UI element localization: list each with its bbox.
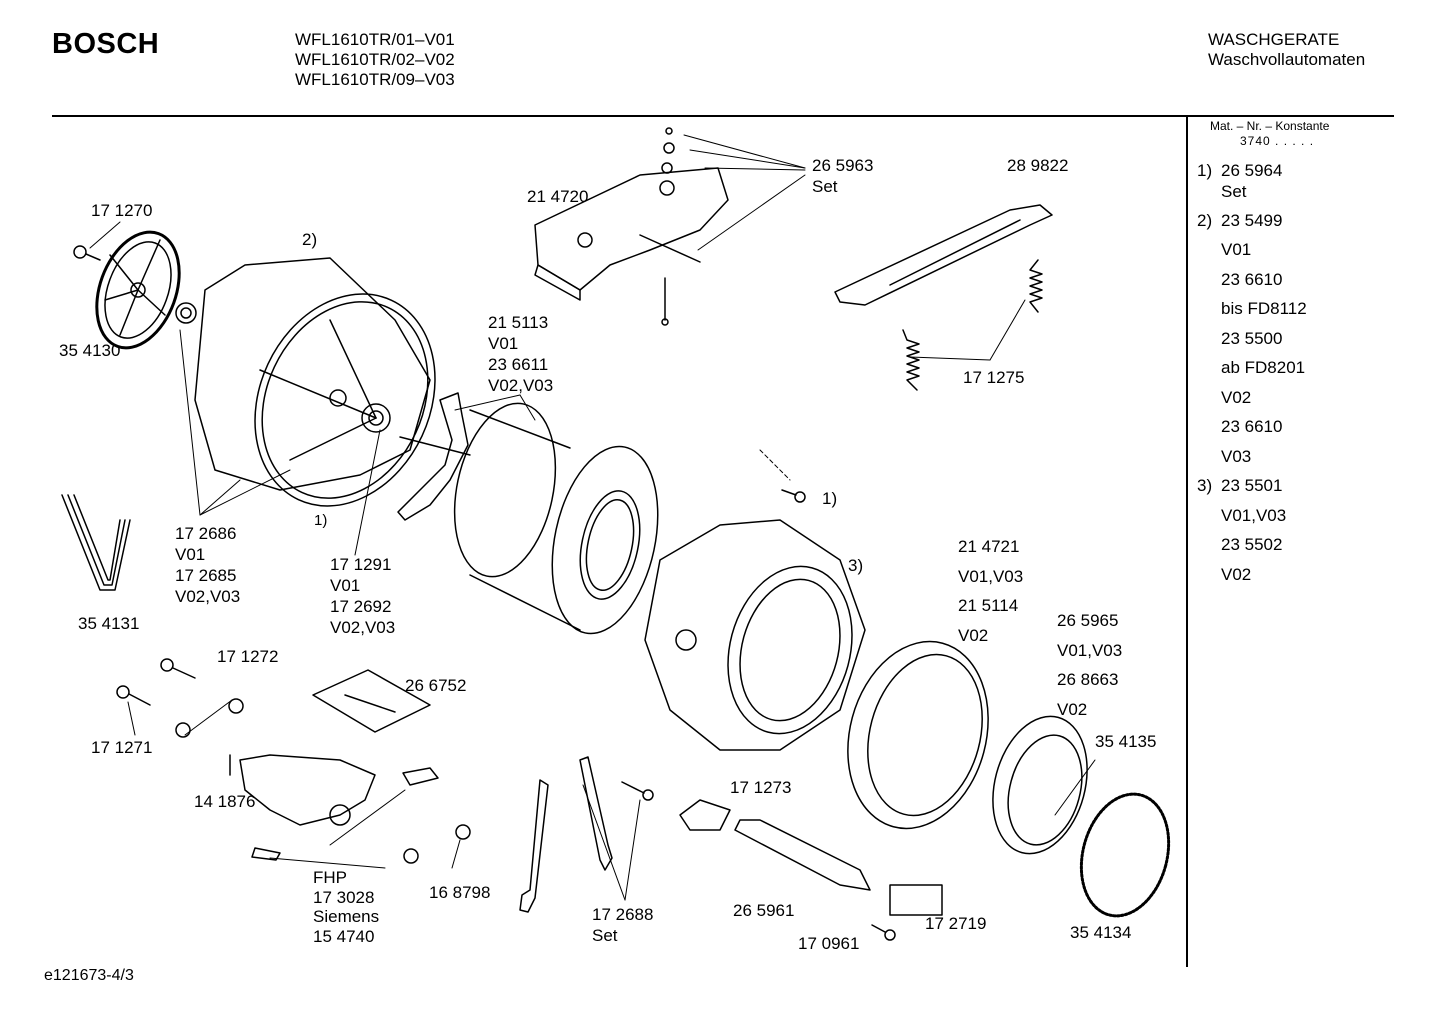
pulley-part bbox=[95, 230, 181, 350]
motor-part bbox=[229, 754, 376, 826]
list-item: 23 5500 bbox=[1221, 328, 1283, 348]
callout-label: 2) bbox=[302, 230, 318, 249]
list-item: V02 bbox=[1221, 387, 1252, 407]
screw-part bbox=[73, 245, 101, 261]
part-label: 17 1271 bbox=[91, 738, 153, 757]
part-label: 26 5961 bbox=[733, 901, 795, 920]
shock-absorber-part bbox=[519, 779, 549, 913]
callout-label: 1) bbox=[314, 512, 328, 529]
spring-part bbox=[1029, 259, 1043, 313]
list-item: V03 bbox=[1221, 446, 1252, 466]
drum-part bbox=[453, 402, 659, 635]
clamp-ring-part bbox=[1079, 792, 1171, 918]
part-label: 17 1275 bbox=[963, 368, 1025, 387]
callout-label: 1) bbox=[822, 489, 838, 508]
category-subtitle: Waschvollautomaten bbox=[1208, 50, 1366, 69]
shock-absorber-part bbox=[579, 756, 613, 871]
part-label: 35 4130 bbox=[59, 341, 121, 360]
part-label: 16 8798 bbox=[429, 883, 491, 902]
seal-ring-part bbox=[992, 715, 1088, 855]
nut-part bbox=[403, 848, 419, 864]
list-item: 3)23 5501 bbox=[1197, 476, 1283, 495]
konstante-label: Mat. – Nr. – Konstante bbox=[1210, 119, 1330, 133]
front-tub-part bbox=[644, 519, 866, 751]
bracket-part bbox=[834, 204, 1053, 306]
nut-part bbox=[175, 722, 191, 738]
connector-part bbox=[402, 767, 439, 786]
bellow-part bbox=[847, 640, 989, 830]
document-code: e121673-4/3 bbox=[44, 967, 134, 984]
part-label: 26 6752 bbox=[405, 676, 467, 695]
connector-part bbox=[251, 847, 281, 861]
screw-part bbox=[621, 781, 654, 801]
list-item: 23 6610 bbox=[1221, 269, 1283, 289]
screw-part bbox=[781, 489, 806, 503]
holder-part bbox=[679, 799, 731, 831]
model-item: WFL1610TR/02–V02 bbox=[295, 50, 455, 69]
counterweight-part bbox=[534, 127, 729, 326]
rear-tub-part bbox=[194, 257, 436, 507]
nut-part bbox=[455, 824, 471, 840]
list-item: bis FD8112 bbox=[1221, 299, 1307, 318]
sidebar-rule bbox=[1186, 115, 1188, 967]
manual-part bbox=[312, 669, 431, 733]
screw-part bbox=[116, 685, 151, 706]
belt-part bbox=[61, 494, 131, 591]
spring-part bbox=[902, 329, 920, 391]
part-label: 14 1876 bbox=[194, 792, 256, 811]
sidebar-parts-list: 1)26 5964 Set 2)23 5499 V01 23 6610 bis … bbox=[1197, 160, 1307, 593]
category: WASCHGERATE Waschvollautomaten bbox=[1208, 30, 1365, 70]
callout-label: 3) bbox=[848, 556, 864, 575]
category-title: WASCHGERATE bbox=[1208, 30, 1340, 49]
list-item: 1)26 5964 bbox=[1197, 161, 1283, 180]
list-item: V01 bbox=[1221, 240, 1252, 259]
heater-part bbox=[734, 819, 871, 891]
list-item: V01,V03 bbox=[1221, 505, 1287, 525]
list-item: 23 6610 bbox=[1221, 417, 1283, 436]
brand-logo: BOSCH bbox=[52, 28, 160, 60]
screw-part bbox=[871, 924, 896, 941]
screw-part bbox=[160, 658, 196, 679]
part-label: 17 0961 bbox=[798, 934, 860, 953]
nut-part bbox=[228, 698, 244, 714]
bearing-part bbox=[175, 302, 197, 324]
list-item: ab FD8201 bbox=[1221, 358, 1306, 377]
model-list: WFL1610TR/01–V01 WFL1610TR/02–V02 WFL161… bbox=[295, 30, 455, 90]
exploded-view-drawing bbox=[61, 127, 1171, 941]
drum-spider-part bbox=[397, 392, 471, 521]
part-label: 17 1273 bbox=[730, 778, 792, 797]
model-item: WFL1610TR/01–V01 bbox=[295, 30, 455, 49]
list-item: 23 5502 bbox=[1221, 535, 1283, 554]
list-item: Set bbox=[1221, 181, 1247, 201]
part-label: 35 4135 bbox=[1095, 732, 1157, 751]
leader-lines bbox=[89, 134, 1096, 901]
part-label: 28 9822 bbox=[1007, 156, 1069, 175]
part-label: 17 1270 bbox=[91, 201, 153, 220]
part-label: 35 4131 bbox=[78, 614, 140, 633]
header-rule bbox=[52, 115, 1394, 117]
part-label: 17 2719 bbox=[925, 914, 987, 933]
part-label: 17 1272 bbox=[217, 647, 279, 666]
ntc-sensor-part bbox=[889, 884, 943, 916]
part-label: 21 4720 bbox=[527, 187, 589, 206]
part-label: 35 4134 bbox=[1070, 923, 1132, 942]
model-item: WFL1610TR/09–V03 bbox=[295, 70, 455, 89]
list-item: 2)23 5499 bbox=[1197, 210, 1283, 230]
list-item: V02 bbox=[1221, 564, 1252, 584]
konstante-value: 3740 . . . . . bbox=[1240, 134, 1315, 148]
